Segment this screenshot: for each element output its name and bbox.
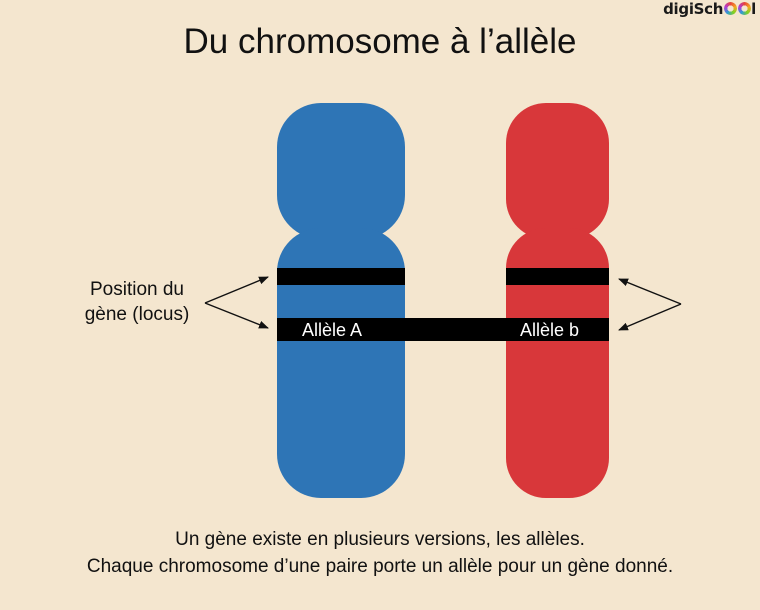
arrow-left-upper-icon (204, 276, 269, 304)
logo-text: digiSch (663, 0, 724, 18)
logo-text-end: l (751, 0, 756, 18)
allele-band (277, 318, 609, 341)
digischool-logo: digiSch l (663, 0, 756, 18)
locus-label: Position du gène (locus) (62, 277, 212, 327)
locus-label-line2: gène (locus) (84, 304, 190, 325)
page-title: Du chromosome à l’allèle (183, 22, 577, 61)
caption-line2: Chaque chromosome d’une paire porte un a… (86, 556, 674, 577)
allele-a-label: Allèle A (302, 320, 363, 340)
allele-b-label: Allèle b (520, 320, 580, 340)
chromosome-blue-locus-band (277, 268, 405, 285)
arrow-left-lower-icon (204, 302, 269, 329)
logo-ring-icon (723, 2, 737, 15)
chromosome-red-locus-band (506, 268, 609, 285)
arrow-right-upper-icon (618, 278, 682, 305)
chromosome-red-upper-arm (506, 103, 609, 239)
logo-ring-icon (737, 2, 751, 15)
arrow-right-lower-icon (618, 303, 682, 331)
chromosome-blue-upper-arm (277, 103, 405, 239)
caption-line1: Un gène existe en plusieurs versions, le… (175, 529, 585, 550)
caption: Un gène existe en plusieurs versions, le… (0, 526, 760, 580)
locus-label-line1: Position du (89, 279, 184, 300)
